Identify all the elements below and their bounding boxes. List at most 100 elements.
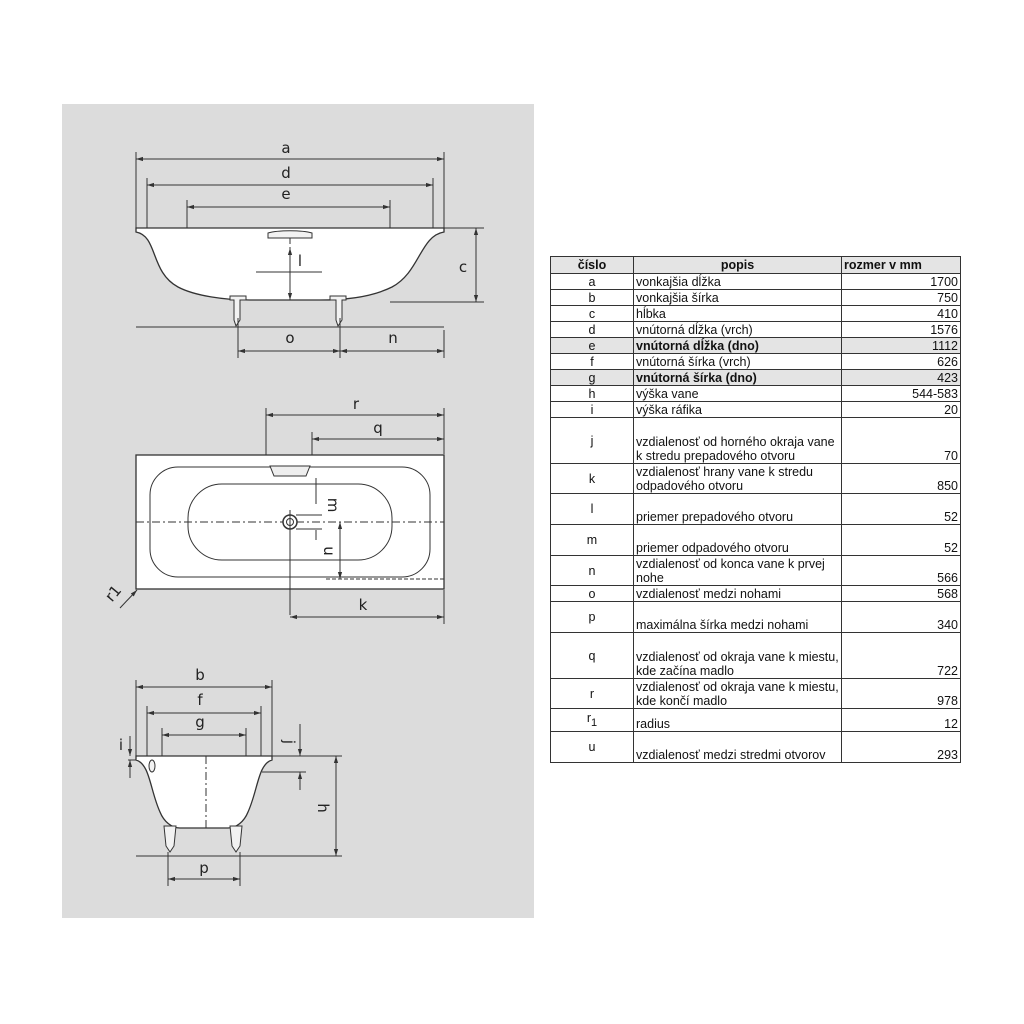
- table-row: j vzdialenosť od horného okraja vane k s…: [550, 417, 961, 464]
- label-e: e: [281, 185, 290, 203]
- row-id: f: [550, 353, 634, 370]
- row-value: 70: [841, 417, 961, 464]
- table-header-row: číslo popis rozmer v mm: [550, 256, 961, 274]
- elevation-labels: a d e c l o n: [281, 139, 467, 347]
- row-value: 568: [841, 585, 961, 602]
- label-b: b: [195, 666, 205, 684]
- row-desc: vzdialenosť medzi stredmi otvorov: [633, 731, 842, 763]
- row-desc: vzdialenosť od konca vane k prvej nohe: [633, 555, 842, 586]
- row-id: n: [550, 555, 634, 586]
- row-id: g: [550, 369, 634, 386]
- row-value: 293: [841, 731, 961, 763]
- row-desc: hĺbka: [633, 305, 842, 322]
- row-desc: vzdialenosť od okraja vane k miestu, kde…: [633, 632, 842, 679]
- table-row: u vzdialenosť medzi stredmi otvorov 293: [550, 731, 961, 763]
- row-id: r1: [550, 708, 634, 732]
- row-value: 722: [841, 632, 961, 679]
- table-row: h výška vane 544-583: [550, 385, 961, 402]
- label-m: m: [324, 498, 342, 513]
- table-row: e vnútorná dĺžka (dno) 1112: [550, 337, 961, 354]
- label-k: k: [359, 596, 368, 614]
- row-value: 340: [841, 601, 961, 633]
- elevation-view: [135, 152, 484, 358]
- row-desc: vzdialenosť od horného okraja vane k str…: [633, 417, 842, 464]
- row-id: a: [550, 273, 634, 290]
- row-id: b: [550, 289, 634, 306]
- row-desc: výška vane: [633, 385, 842, 402]
- label-i: i: [119, 736, 123, 754]
- label-c: c: [459, 258, 467, 276]
- table-row: o vzdialenosť medzi nohami 568: [550, 585, 961, 602]
- table-row: r1 radius 12: [550, 708, 961, 732]
- row-id: u: [550, 731, 634, 763]
- row-desc: vonkajšia dĺžka: [633, 273, 842, 290]
- row-value: 850: [841, 463, 961, 494]
- side-view: [127, 680, 342, 886]
- row-id: p: [550, 601, 634, 633]
- row-desc: vzdialenosť medzi nohami: [633, 585, 842, 602]
- header-id: číslo: [550, 256, 634, 274]
- table-row: n vzdialenosť od konca vane k prvej nohe…: [550, 555, 961, 586]
- header-value: rozmer v mm: [841, 256, 961, 274]
- table-row: b vonkajšia šírka 750: [550, 289, 961, 306]
- row-id: l: [550, 493, 634, 525]
- side-labels: b f g i j h p: [119, 666, 332, 877]
- label-h: h: [314, 803, 332, 813]
- label-p: p: [199, 859, 209, 877]
- label-a: a: [281, 139, 290, 157]
- table-row: k vzdialenosť hrany vane k stredu odpado…: [550, 463, 961, 494]
- row-value: 52: [841, 493, 961, 525]
- table-row: f vnútorná šírka (vrch) 626: [550, 353, 961, 370]
- label-u: u: [320, 546, 338, 556]
- label-g: g: [195, 713, 205, 731]
- row-desc: vzdialenosť od okraja vane k miestu, kde…: [633, 678, 842, 709]
- row-value: 423: [841, 369, 961, 386]
- plan-view: [119, 408, 445, 624]
- row-value: 566: [841, 555, 961, 586]
- row-desc: vnútorná dĺžka (vrch): [633, 321, 842, 338]
- table-row: c hĺbka 410: [550, 305, 961, 322]
- label-q: q: [373, 419, 383, 437]
- label-r: r: [353, 395, 360, 413]
- label-l: l: [298, 252, 302, 270]
- row-id: j: [550, 417, 634, 464]
- row-id: q: [550, 632, 634, 679]
- table-row: q vzdialenosť od okraja vane k miestu, k…: [550, 632, 961, 679]
- row-desc: výška ráfika: [633, 401, 842, 418]
- row-id: i: [550, 401, 634, 418]
- row-desc: vnútorná šírka (dno): [633, 369, 842, 386]
- table-row: r vzdialenosť od okraja vane k miestu, k…: [550, 678, 961, 709]
- row-value: 1112: [841, 337, 961, 354]
- row-value: 626: [841, 353, 961, 370]
- row-desc: radius: [633, 708, 842, 732]
- table-row: i výška ráfika 20: [550, 401, 961, 418]
- row-value: 20: [841, 401, 961, 418]
- row-desc: maximálna šírka medzi nohami: [633, 601, 842, 633]
- label-o: o: [285, 329, 294, 347]
- dimension-table: číslo popis rozmer v mm a vonkajšia dĺžk…: [550, 256, 961, 763]
- row-id-base: r: [586, 710, 592, 725]
- table-row: l priemer prepadového otvoru 52: [550, 493, 961, 525]
- row-id: d: [550, 321, 634, 338]
- bathtub-diagram: a d e c l o n: [101, 139, 484, 886]
- header-desc: popis: [633, 256, 842, 274]
- row-desc: vonkajšia šírka: [633, 289, 842, 306]
- row-value: 750: [841, 289, 961, 306]
- table-row: d vnútorná dĺžka (vrch) 1576: [550, 321, 961, 338]
- row-id: k: [550, 463, 634, 494]
- row-id: e: [550, 337, 634, 354]
- row-desc: vnútorná šírka (vrch): [633, 353, 842, 370]
- row-desc: vzdialenosť hrany vane k stredu odpadové…: [633, 463, 842, 494]
- label-n: n: [388, 329, 398, 347]
- technical-drawing: a d e c l o n: [62, 104, 534, 918]
- label-d: d: [281, 164, 291, 182]
- table-row: g vnútorná šírka (dno) 423: [550, 369, 961, 386]
- row-id: o: [550, 585, 634, 602]
- row-value: 12: [841, 708, 961, 732]
- table-row: m priemer odpadového otvoru 52: [550, 524, 961, 556]
- row-id-subscript: 1: [591, 716, 598, 729]
- row-id: r: [550, 678, 634, 709]
- row-value: 1576: [841, 321, 961, 338]
- row-desc: priemer prepadového otvoru: [633, 493, 842, 525]
- row-id: m: [550, 524, 634, 556]
